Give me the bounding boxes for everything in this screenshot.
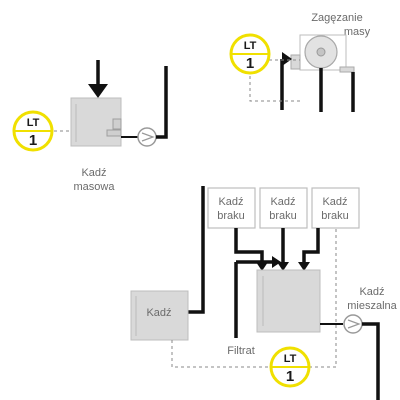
pipe-mieszalna-out xyxy=(362,322,380,400)
kadz-braku-2-box xyxy=(259,187,308,229)
label-zageszczanie-2: masy xyxy=(344,26,371,38)
agitator-gear xyxy=(106,129,122,137)
kadz-masowa-unit: Kadź masowa xyxy=(54,60,168,193)
label-kadz-masowa-1: Kadź xyxy=(81,167,106,179)
label-kadz: Kadź xyxy=(146,307,171,319)
label-kadz-braku-3a: Kadź xyxy=(322,196,347,208)
kadz-braku-1-box xyxy=(207,187,256,229)
kadz-mieszalna-unit: Kadź mieszalna xyxy=(256,269,398,400)
kadz-tank xyxy=(130,290,189,341)
agitator-motor xyxy=(112,118,122,130)
lt-number-left: 1 xyxy=(29,132,37,149)
level-transmitter-left[interactable]: LT 1 xyxy=(12,110,54,152)
label-kadz-braku-2b: braku xyxy=(269,210,297,222)
signal-line-lt1-bottom-right xyxy=(309,228,337,368)
kadz-mieszalna-tank xyxy=(256,269,321,333)
pipe-left-riser xyxy=(188,186,205,314)
label-kadz-masowa-2: masowa xyxy=(74,181,116,193)
mixing-inlet-pipes xyxy=(188,186,320,338)
label-kadz-braku-1b: braku xyxy=(217,210,245,222)
lt-tag-left: LT xyxy=(27,117,40,129)
kadz-braku-3-box xyxy=(311,187,360,229)
label-kadz-braku-2a: Kadź xyxy=(270,196,295,208)
label-filtrat: Filtrat xyxy=(227,345,255,357)
lt-tag-top: LT xyxy=(244,40,257,52)
inflow-arrow-kadz-masowa xyxy=(88,84,108,98)
lt-tag-bottom: LT xyxy=(284,353,297,365)
label-zageszczanie-1: Zagęzanie xyxy=(311,12,362,24)
label-kadz-braku-3b: braku xyxy=(321,210,349,222)
lt-number-top: 1 xyxy=(246,55,254,72)
level-transmitter-top[interactable]: LT 1 xyxy=(229,33,271,75)
signal-line-lt1-top xyxy=(249,70,300,102)
signal-line-lt1-bottom-left xyxy=(171,340,271,368)
pipe-kadz-masowa-up xyxy=(156,66,168,139)
label-kadz-mieszalna-1: Kadź xyxy=(359,286,384,298)
kadz-unit: Kadź xyxy=(130,290,189,341)
label-kadz-braku-1a: Kadź xyxy=(218,196,243,208)
level-transmitter-bottom[interactable]: LT 1 xyxy=(269,346,311,388)
zageszczanie-unit: Zagęzanie masy xyxy=(249,12,371,112)
lt-number-bottom: 1 xyxy=(286,368,294,385)
label-kadz-mieszalna-2: mieszalna xyxy=(347,300,397,312)
kadz-braku-group: Kadź braku Kadź braku Kadź braku xyxy=(207,187,360,229)
